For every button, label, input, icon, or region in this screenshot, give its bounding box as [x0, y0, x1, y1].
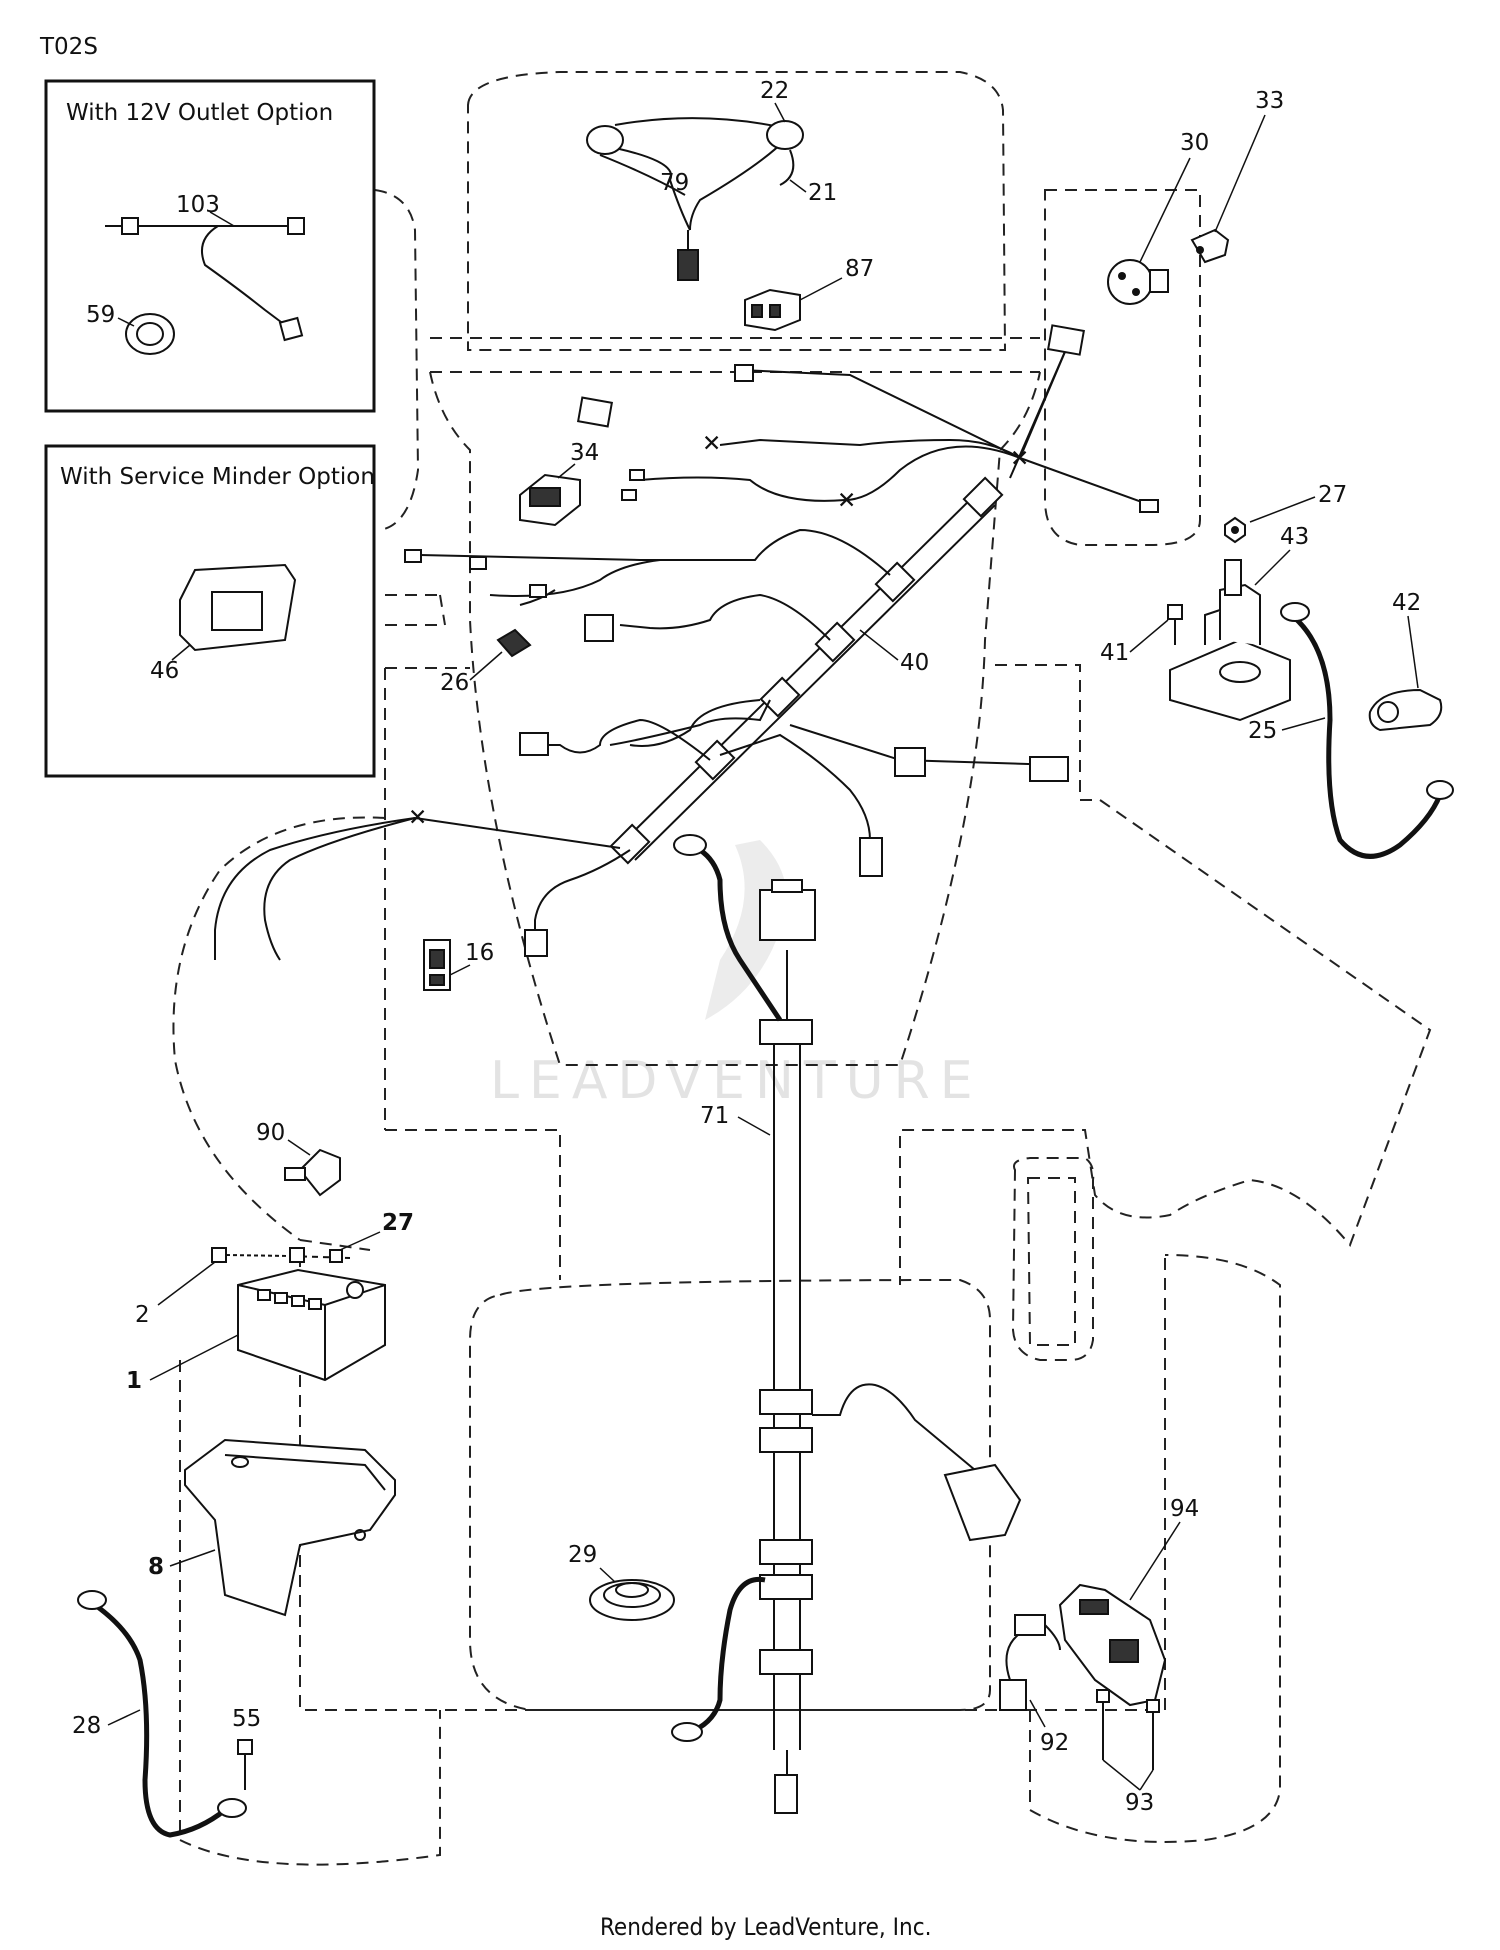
terminal-boot-42-icon — [1368, 688, 1443, 732]
part-label-2: 2 — [135, 1302, 150, 1328]
screws-93-icon — [1096, 1689, 1160, 1770]
inset-service-minder-title: With Service Minder Option — [60, 464, 375, 490]
part-label-27-battery: 27 — [382, 1210, 414, 1236]
seat-harness-71 — [671, 834, 1022, 1814]
diagram-code: T02S — [39, 34, 98, 60]
battery-icon — [237, 1268, 386, 1382]
watermark: LEADVENTURE — [490, 1051, 983, 1111]
svg-text:✕: ✕ — [1010, 446, 1029, 472]
connector-26-area — [584, 614, 614, 642]
part-label-55: 55 — [232, 1706, 261, 1732]
part-label-28: 28 — [72, 1713, 101, 1739]
cable-25 — [1280, 602, 1454, 859]
svg-text:✕: ✕ — [837, 488, 856, 514]
part-label-33: 33 — [1255, 88, 1284, 114]
part-label-29: 29 — [568, 1542, 597, 1568]
module-94 — [1058, 1583, 1167, 1707]
part-label-21: 21 — [808, 180, 837, 206]
watermark-flame-icon — [705, 840, 787, 1020]
part-label-40: 40 — [900, 650, 929, 676]
part-label-25: 25 — [1248, 718, 1277, 744]
svg-text:✕: ✕ — [408, 805, 427, 831]
part-label-46: 46 — [150, 658, 179, 684]
part-label-16: 16 — [465, 940, 494, 966]
main-harness-40: ✕ ✕ ✕ ✕ — [214, 324, 1159, 961]
footer-credit: Rendered by LeadVenture, Inc. — [600, 1913, 931, 1941]
inset-12v-outlet-title: With 12V Outlet Option — [66, 100, 333, 126]
headlight-left-icon — [586, 125, 624, 155]
ignition-key-icon — [1190, 228, 1230, 264]
sensor-90 — [284, 1148, 341, 1197]
part-label-87: 87 — [845, 256, 874, 282]
svg-text:✕: ✕ — [702, 431, 721, 457]
battery-tray-icon — [184, 1438, 396, 1617]
part-label-93: 93 — [1125, 1790, 1154, 1816]
part-label-34: 34 — [570, 440, 599, 466]
part-label-42: 42 — [1392, 590, 1421, 616]
headlight-right-icon — [766, 120, 804, 150]
part-label-59: 59 — [86, 302, 115, 328]
battery-hardware — [211, 1247, 351, 1263]
connector-92 — [999, 1614, 1061, 1711]
fuse-26 — [496, 628, 532, 658]
outlet-connector-left — [121, 217, 139, 235]
starter-solenoid-43 — [1169, 559, 1291, 722]
ignition-switch — [1107, 259, 1169, 305]
part-label-41: 41 — [1100, 640, 1129, 666]
part-label-43: 43 — [1280, 524, 1309, 550]
part-label-22: 22 — [760, 78, 789, 104]
part-label-1: 1 — [126, 1368, 142, 1394]
switch-34 — [519, 473, 581, 527]
headlight-connector — [677, 249, 699, 281]
part-label-90: 90 — [256, 1120, 285, 1146]
outlet-connector-right — [287, 217, 305, 235]
part-label-71: 71 — [700, 1103, 729, 1129]
part-label-8: 8 — [148, 1554, 164, 1580]
grommet-29-icon — [589, 1579, 675, 1621]
part-label-30: 30 — [1180, 130, 1209, 156]
switch-16 — [423, 939, 451, 991]
part-label-92: 92 — [1040, 1730, 1069, 1756]
part-label-27: 27 — [1318, 482, 1347, 508]
bolt-41-icon — [1167, 604, 1183, 645]
outlet-connector-end — [278, 316, 304, 342]
part-label-94: 94 — [1170, 1496, 1199, 1522]
inset-service-minder-option: With Service Minder Option 46 — [44, 444, 376, 778]
headlight-harness — [586, 117, 804, 281]
screw-55-icon — [237, 1739, 253, 1790]
part-label-79: 79 — [660, 170, 689, 196]
nut-27-icon — [1224, 516, 1246, 544]
inset-12v-outlet-option: With 12V Outlet Option 103 59 — [44, 79, 376, 413]
cable-28 — [77, 1590, 247, 1838]
part-label-26: 26 — [440, 670, 469, 696]
relay-87 — [744, 288, 801, 332]
